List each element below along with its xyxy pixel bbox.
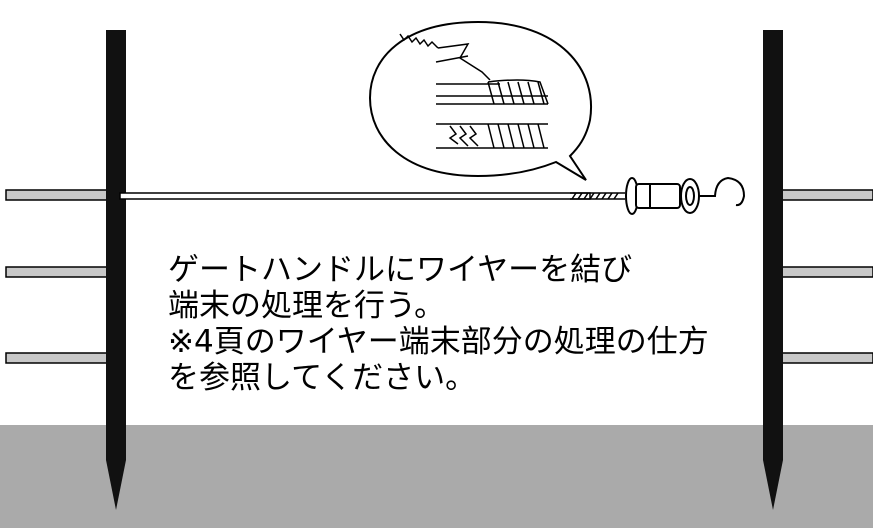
left-post <box>106 30 126 510</box>
wrap-detail-lower <box>436 123 548 149</box>
instruction-line-2: 端末の処理を行う。 <box>168 288 446 324</box>
twisted-wire-end <box>570 192 625 200</box>
wire <box>119 192 591 200</box>
instruction-line-4: を参照してください。 <box>168 360 477 396</box>
ground <box>0 425 873 528</box>
gate-handle <box>625 176 746 215</box>
right-insulator-middle <box>775 266 873 278</box>
instruction-line-3: ※4頁のワイヤー端末部分の処理の仕方 <box>168 324 709 360</box>
right-post <box>763 30 783 510</box>
left-insulator-bottom <box>5 352 111 364</box>
instruction-text: ゲートハンドルにワイヤーを結び 端末の処理を行う。 ※4頁のワイヤー端末部分の処… <box>168 252 768 396</box>
left-insulator-top <box>5 189 111 201</box>
instruction-line-1: ゲートハンドルにワイヤーを結び <box>168 252 633 288</box>
right-insulator-bottom <box>775 352 873 364</box>
right-insulator-top <box>775 189 873 201</box>
wrap-detail-upper <box>399 33 549 105</box>
left-insulator-middle <box>5 266 111 278</box>
detail-callout <box>368 20 593 181</box>
